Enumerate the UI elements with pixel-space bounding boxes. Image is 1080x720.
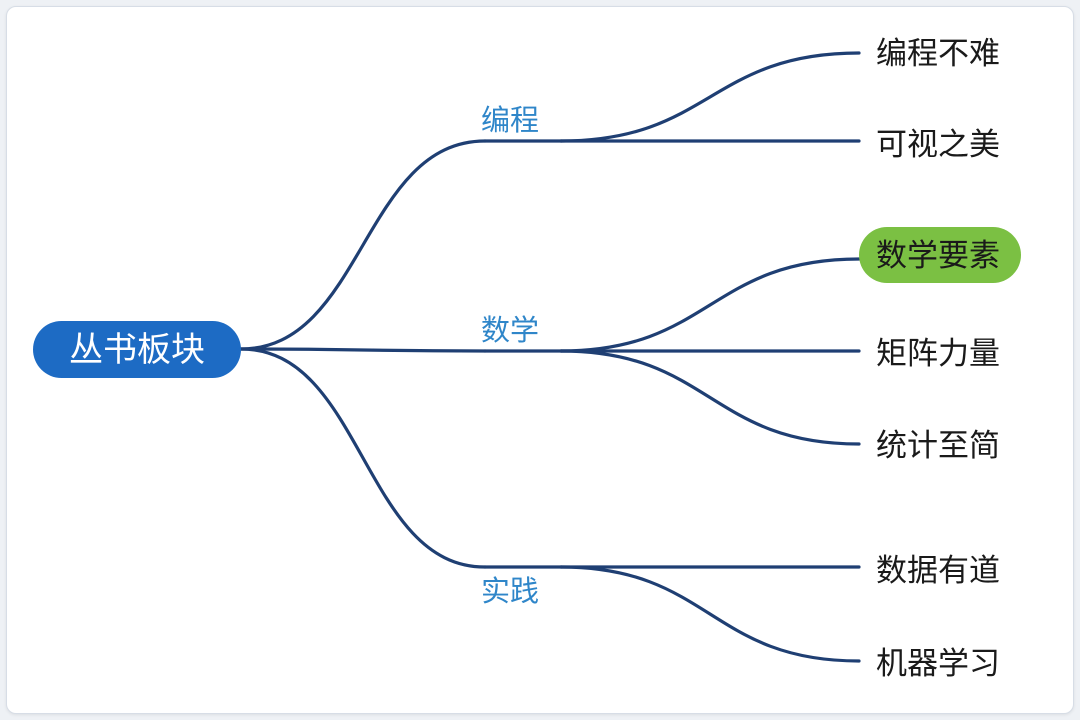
edge-root-to-practice [239,347,487,569]
edge-math-to-leaf-2 [559,349,861,446]
leaf-node-highlight-pill[interactable] [859,227,1021,283]
leaf-node-math-elements[interactable]: 数学要素 [876,238,1000,274]
root-node-label: 丛书板块 [69,330,205,370]
edge-root-to-math [239,347,487,353]
leaf-node-matrix-power[interactable]: 矩阵力量 [876,336,1000,372]
leaf-node-machine-learning[interactable]: 机器学习 [876,646,1000,682]
edge-math-to-leaf-0 [559,257,861,353]
leaf-node-visual-beauty[interactable]: 可视之美 [876,127,1000,163]
edge-programming-to-leaf-0 [559,51,861,143]
leaf-node-data-way[interactable]: 数据有道 [876,553,1000,589]
edges-layer [239,51,861,663]
root-node-pill[interactable] [33,321,241,378]
edge-practice-to-leaf-1 [559,565,861,663]
edge-root-to-programming [239,139,487,351]
leaf-node-coding-easy[interactable]: 编程不难 [876,36,1000,72]
mindmap-frame: 丛书板块 编程 数学 实践 编程不难 可视之美 数学要素 矩阵力量 统计至简 数… [6,6,1074,714]
leaf-node-statistics[interactable]: 统计至简 [876,428,1000,464]
nodes-layer: 丛书板块 编程 数学 实践 编程不难 可视之美 数学要素 矩阵力量 统计至简 数… [33,36,1021,682]
mindmap-canvas: 丛书板块 编程 数学 实践 编程不难 可视之美 数学要素 矩阵力量 统计至简 数… [33,36,1021,682]
branch-label-math[interactable]: 数学 [481,313,539,347]
branch-label-practice[interactable]: 实践 [481,574,539,608]
branch-label-programming[interactable]: 编程 [481,103,539,137]
